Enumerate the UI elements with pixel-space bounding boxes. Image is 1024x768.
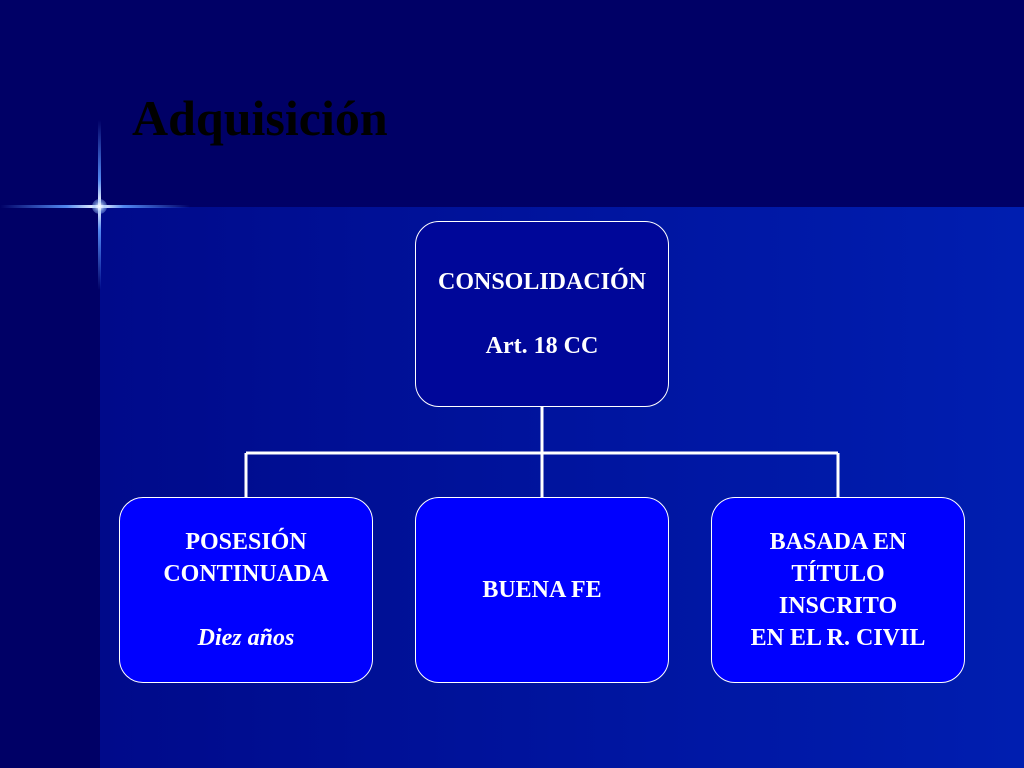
node-titulo-line-4: EN EL R. CIVIL <box>750 625 926 651</box>
background-top-band <box>0 0 1024 207</box>
node-consolidacion-title: CONSOLIDACIÓN <box>437 269 647 295</box>
node-buena-fe: BUENA FE <box>415 497 669 683</box>
background-left-band <box>0 207 100 768</box>
node-consolidacion-reference: Art. 18 CC <box>485 333 599 359</box>
slide-title: Adquisición <box>132 90 388 146</box>
node-titulo-line-3: INSCRITO <box>778 593 898 619</box>
node-posesion-line-1: POSESIÓN <box>185 529 307 555</box>
node-buena-fe-label: BUENA FE <box>482 577 602 603</box>
star-flare-icon <box>92 199 107 214</box>
node-consolidacion: CONSOLIDACIÓN Art. 18 CC <box>415 221 669 407</box>
node-titulo-line-1: BASADA EN <box>769 529 907 555</box>
node-titulo-inscrito: BASADA EN TÍTULO INSCRITO EN EL R. CIVIL <box>711 497 965 683</box>
node-posesion-line-2: CONTINUADA <box>163 561 329 587</box>
node-posesion-continuada: POSESIÓN CONTINUADA Diez años <box>119 497 373 683</box>
node-posesion-note: Diez años <box>197 625 295 651</box>
node-titulo-line-2: TÍTULO <box>791 561 885 587</box>
